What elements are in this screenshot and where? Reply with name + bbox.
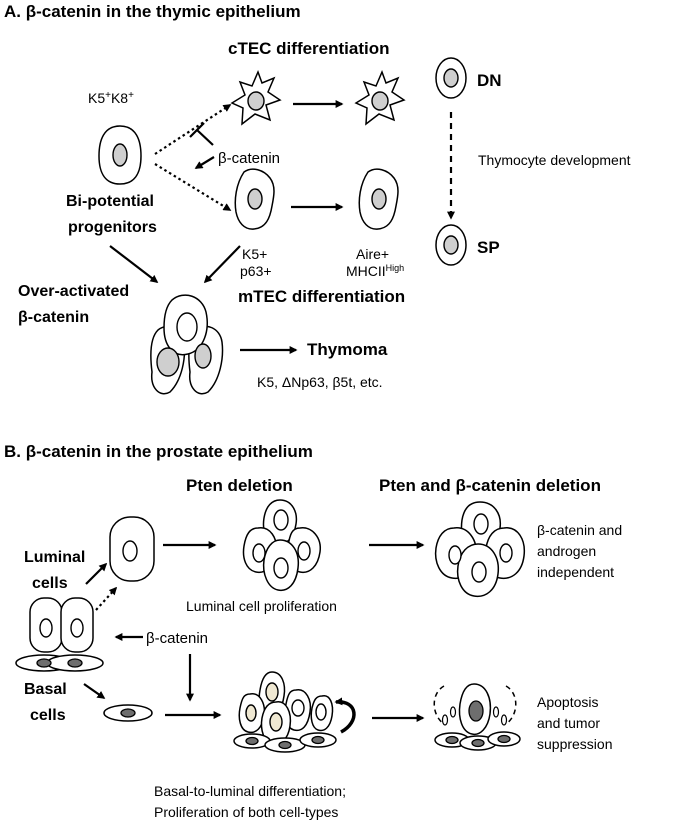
basal-to-luminal-dotted-arrow xyxy=(95,586,118,611)
aire-label: Aire+ xyxy=(356,246,389,262)
overactivated-label-line1: Over-activated xyxy=(18,283,129,300)
thymocyte-development-label: Thymocyte development xyxy=(478,152,631,168)
sp-label: SP xyxy=(477,238,500,257)
apoptosis-label-line3: suppression xyxy=(537,736,613,752)
beta-catenin-label-a: β-catenin xyxy=(218,150,280,167)
pten-deletion-luminal-cluster xyxy=(242,499,321,592)
mtec-to-thymoma-arrow xyxy=(203,245,241,284)
progenitor-to-thymoma-arrow xyxy=(109,245,159,283)
independent-label-line1: β-catenin and xyxy=(537,522,622,538)
overactivated-label-line2: β-catenin xyxy=(18,309,89,326)
beta-catenin-label-b: β-catenin xyxy=(146,630,208,647)
pten-bcat-deletion-label: Pten and β-catenin deletion xyxy=(379,476,601,495)
apoptotic-cell-cluster xyxy=(433,683,521,751)
luminal-proliferation-label: Luminal cell proliferation xyxy=(186,598,337,614)
basal-cell-arrow xyxy=(83,683,106,699)
mhcii-label: MHCIIHigh xyxy=(346,263,404,279)
pten-deletion-label: Pten deletion xyxy=(186,476,293,495)
mtec-cell xyxy=(234,168,275,230)
basal-to-luminal-arrow xyxy=(85,562,108,585)
progenitor-to-mtec-dotted-arrow xyxy=(154,163,232,211)
k5-label: K5+ xyxy=(242,246,267,262)
prostate-epithelium-unit xyxy=(15,597,104,672)
mtec-differentiation-label: mTEC differentiation xyxy=(238,287,405,306)
bipotential-label-line1: Bi-potential xyxy=(66,193,154,210)
basal-label-line2: cells xyxy=(30,707,66,724)
mature-ctec-cell xyxy=(354,69,406,126)
dn-label: DN xyxy=(477,71,502,90)
ctec-differentiation-label: cTEC differentiation xyxy=(228,39,390,58)
beta-catenin-inhibition-symbol xyxy=(189,122,214,146)
sp-thymocyte xyxy=(435,224,467,266)
apoptosis-label-line1: Apoptosis xyxy=(537,694,598,710)
k5k8-label: K5+K8+ xyxy=(88,90,134,107)
pten-bcat-deletion-luminal-cluster xyxy=(434,501,526,598)
isolated-basal-cell xyxy=(103,704,153,722)
thymoma-label: Thymoma xyxy=(307,340,388,359)
thymoma-cell-cluster xyxy=(150,294,224,395)
differentiation-label-line1: Basal-to-luminal differentiation; xyxy=(154,783,346,799)
basal-label-line1: Basal xyxy=(24,681,67,698)
bipotential-label-line2: progenitors xyxy=(68,219,157,236)
independent-label-line2: androgen xyxy=(537,543,596,559)
apoptosis-label-line2: and tumor xyxy=(537,715,600,731)
differentiation-label-line2: Proliferation of both cell-types xyxy=(154,804,338,820)
p63-label: p63+ xyxy=(240,263,272,279)
dn-thymocyte xyxy=(435,57,467,99)
thymoma-markers: K5, ΔNp63, β5t, etc. xyxy=(257,374,383,390)
panel-b-title: B. β-catenin in the prostate epithelium xyxy=(4,442,313,461)
ctec-cell xyxy=(230,69,282,126)
independent-label-line3: independent xyxy=(537,564,614,580)
mixed-basal-luminal-cluster xyxy=(233,671,337,753)
luminal-label-line1: Luminal xyxy=(24,549,85,566)
progenitor-to-ctec-dotted-arrow xyxy=(154,104,232,155)
progenitor-cell xyxy=(98,125,142,185)
mature-mtec-cell xyxy=(358,168,399,230)
beta-catenin-promote-arrow xyxy=(194,156,215,169)
panel-a-title: A. β-catenin in the thymic epithelium xyxy=(4,2,301,21)
luminal-cell xyxy=(109,516,155,582)
luminal-label-line2: cells xyxy=(32,575,68,592)
proliferation-loop-arrow xyxy=(334,697,356,734)
